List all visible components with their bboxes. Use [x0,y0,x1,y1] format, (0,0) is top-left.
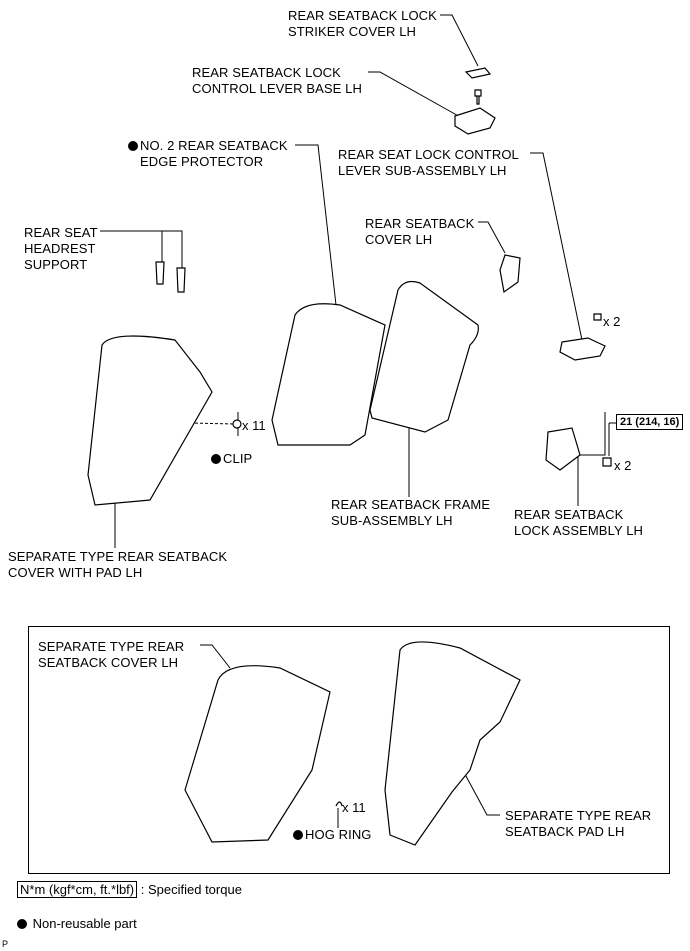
label-clip: CLIP [211,451,252,467]
hog-ring-part [335,801,343,807]
headrest-support-left [155,261,165,285]
headrest-support-right [176,267,186,293]
lever-bolt-part [593,313,602,321]
non-reusable-dot-icon [128,141,138,151]
leader-edge-protector [295,144,337,306]
leader-separate-cover [200,644,231,669]
inset-detail-box [28,626,670,874]
torque-value-box: 21 (214, 16) [616,414,684,430]
leader-separate-pad [459,764,500,816]
leader-lock-assembly [577,412,606,506]
leader-striker-cover [440,14,479,67]
lock-control-lever-part [559,337,606,361]
torque-desc: : Specified torque [140,882,242,897]
torque-unit-box: N*m (kgf*cm, ft.*lbf) [17,881,138,898]
screw-part [474,89,482,105]
clip-quantity: x 11 [242,418,266,433]
hog-ring-quantity: x 11 [342,800,366,815]
separate-cover-part [184,665,331,843]
cover-with-pad-part [87,335,213,506]
lock-assembly-part [545,427,581,471]
legend-non-reusable: Non-reusable part [17,916,137,931]
seatback-cover-part [499,254,521,294]
lever-base-part [454,107,496,135]
label-hog-ring: HOG RING [293,827,372,843]
edge-protector-part [271,303,386,446]
striker-cover-part [464,67,492,79]
lever-bolt-quantity: x 2 [603,314,621,329]
clip-part [232,419,242,429]
lock-bolt-part [602,457,612,467]
leader-lever-base [368,71,463,119]
lock-bolt-quantity: x 2 [614,458,632,473]
separate-pad-part [384,641,521,846]
leader-lock-control-lever [530,152,583,341]
legend-torque: N*m (kgf*cm, ft.*lbf) : Specified torque [17,881,242,898]
frame-part [369,280,479,433]
leader-seatback-cover [478,221,506,254]
corner-mark: P [2,939,9,949]
leader-headrest [100,230,183,268]
label-edge-protector: NO. 2 REAR SEATBACK EDGE PROTECTOR [128,138,288,170]
non-reusable-dot-icon [293,830,303,840]
non-reusable-dot-icon [211,454,221,464]
non-reusable-text: Non-reusable part [32,916,137,931]
non-reusable-dot-icon [17,919,27,929]
